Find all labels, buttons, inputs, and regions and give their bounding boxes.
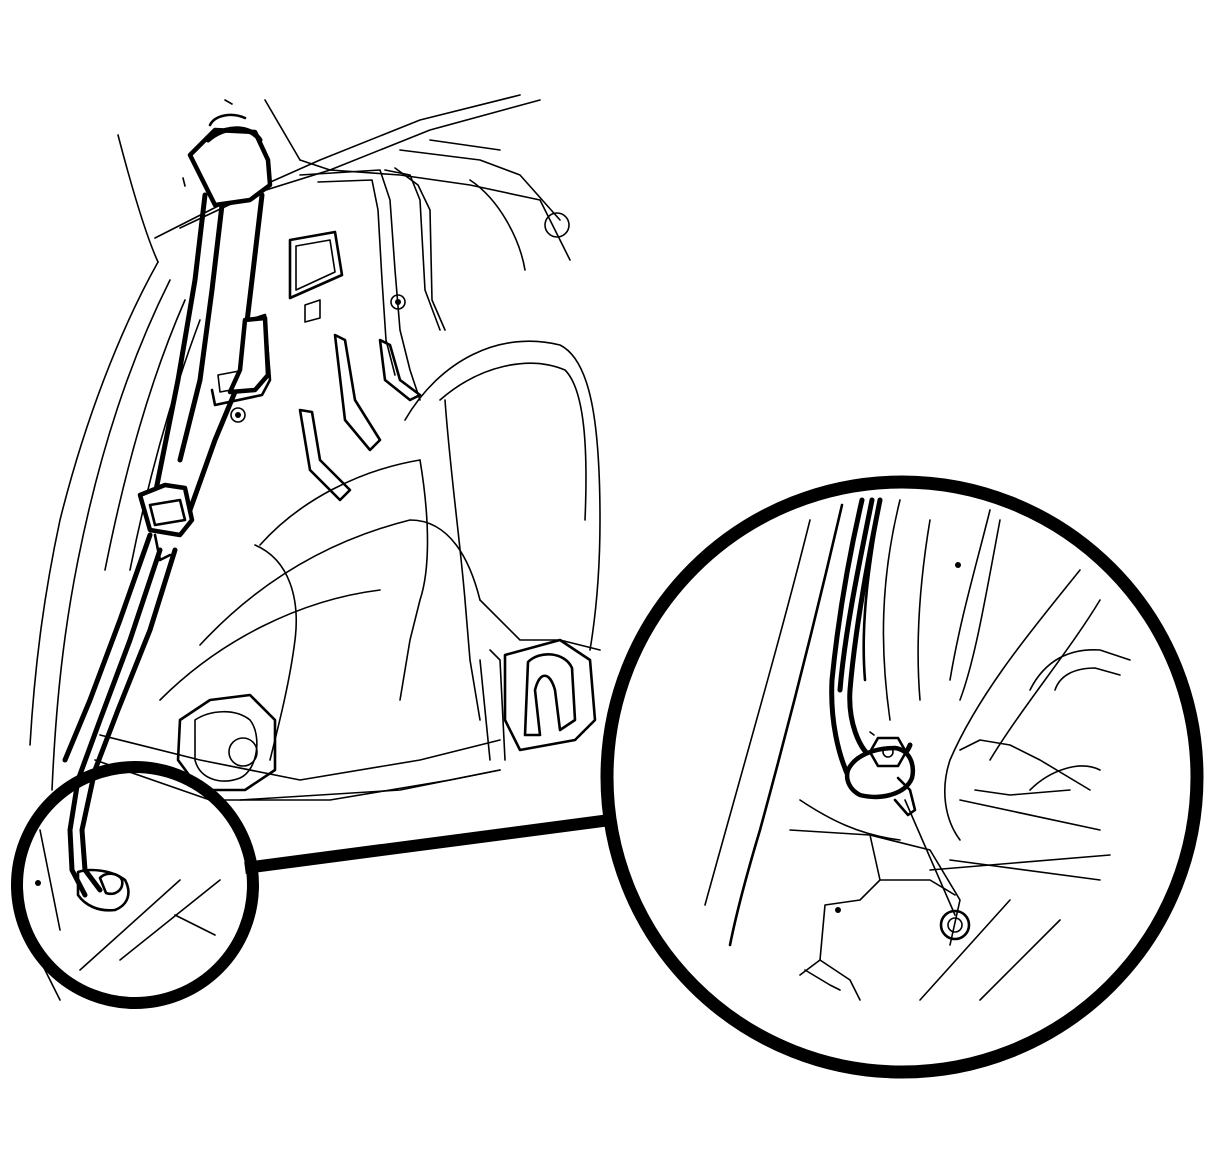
detail-leader [244,814,611,874]
seat-belt-anchor-bolt [844,736,917,817]
detail-magnifier [600,475,1204,1079]
rear-quarter-panel [29,94,601,801]
anchor-nut-hole [939,909,971,941]
seat-belt-webbing [62,99,273,898]
detail-magnifier-small [11,761,259,1009]
